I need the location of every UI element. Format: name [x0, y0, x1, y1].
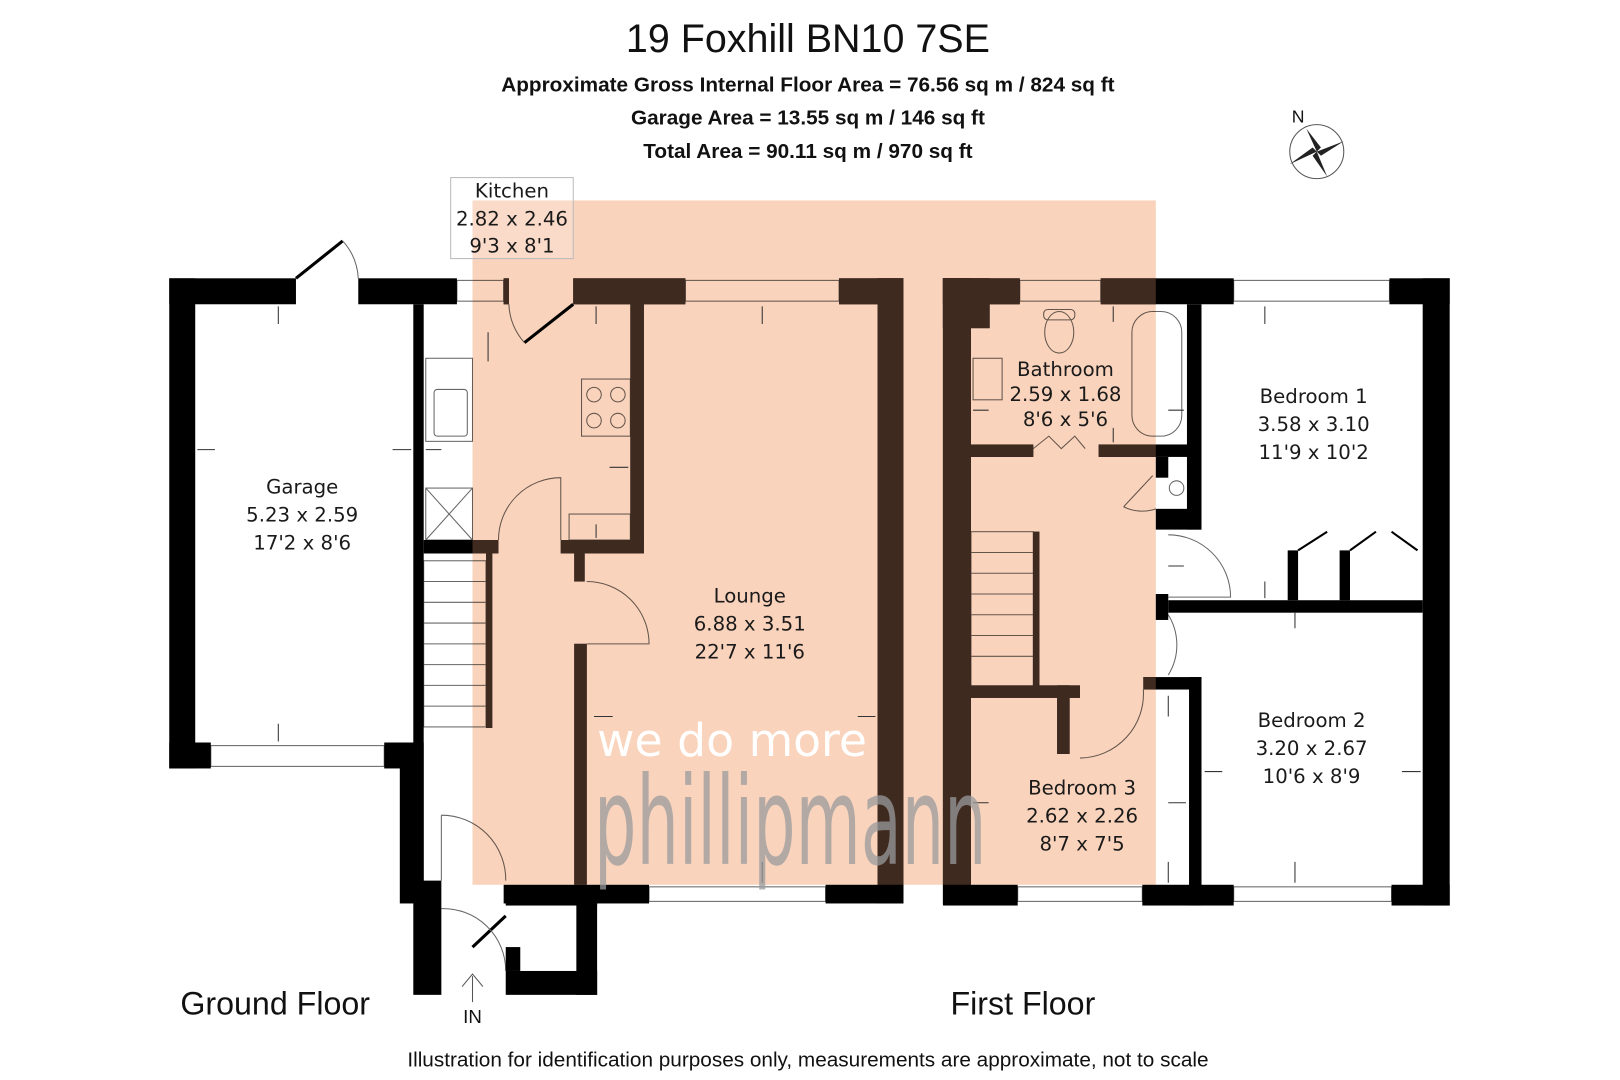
room-bedroom-2: Bedroom 2 3.20 x 2.67 10'6 x 8'9 [1256, 709, 1368, 788]
room-kitchen: Kitchen 2.82 x 2.46 9'3 x 8'1 [456, 179, 568, 257]
svg-text:2.82 x 2.46: 2.82 x 2.46 [456, 207, 568, 230]
garage-area: Garage Area = 13.55 sq m / 146 sq ft [631, 107, 985, 130]
watermark-brand: phillipmann [594, 750, 987, 893]
svg-text:8'7 x 7'5: 8'7 x 7'5 [1039, 832, 1124, 855]
svg-text:22'7 x 11'6: 22'7 x 11'6 [695, 640, 805, 663]
entrance-arrow-icon [461, 973, 484, 1003]
compass-label: N [1292, 107, 1305, 127]
page-title: 19 Foxhill BN10 7SE [626, 17, 990, 61]
svg-text:10'6 x 8'9: 10'6 x 8'9 [1263, 765, 1361, 788]
room-lounge: Lounge 6.88 x 3.51 22'7 x 11'6 [694, 584, 806, 663]
svg-text:Bathroom: Bathroom [1017, 358, 1114, 381]
gross-area: Approximate Gross Internal Floor Area = … [501, 73, 1114, 96]
room-bedroom-3: Bedroom 3 2.62 x 2.26 8'7 x 7'5 [1026, 776, 1138, 855]
svg-text:Garage: Garage [266, 475, 338, 498]
dimension-arrows [197, 306, 1421, 883]
room-bedroom-1: Bedroom 1 3.58 x 3.10 11'9 x 10'2 [1258, 385, 1370, 464]
room-garage: Garage 5.23 x 2.59 17'2 x 8'6 [246, 475, 358, 554]
entrance-label: IN [463, 1006, 482, 1027]
first-floor-label: First Floor [950, 986, 1095, 1022]
svg-text:6.88 x 3.51: 6.88 x 3.51 [694, 612, 806, 635]
svg-text:3.58 x 3.10: 3.58 x 3.10 [1258, 413, 1370, 436]
disclaimer: Illustration for identification purposes… [407, 1049, 1208, 1072]
svg-text:Bedroom 3: Bedroom 3 [1028, 776, 1136, 799]
svg-text:Lounge: Lounge [714, 584, 786, 607]
svg-text:Bedroom 2: Bedroom 2 [1258, 709, 1366, 732]
svg-text:Kitchen: Kitchen [475, 179, 549, 202]
svg-text:11'9 x 10'2: 11'9 x 10'2 [1258, 441, 1368, 464]
room-bathroom: Bathroom 2.59 x 1.68 8'6 x 5'6 [1009, 358, 1121, 431]
svg-text:8'6 x 5'6: 8'6 x 5'6 [1023, 408, 1108, 431]
kitchen-label-box [450, 177, 574, 260]
svg-text:2.62 x 2.26: 2.62 x 2.26 [1026, 804, 1138, 827]
svg-text:2.59 x 1.68: 2.59 x 1.68 [1009, 383, 1121, 406]
total-area: Total Area = 90.11 sq m / 970 sq ft [643, 140, 972, 163]
svg-text:3.20 x 2.67: 3.20 x 2.67 [1256, 737, 1368, 760]
north-compass-icon: N [1289, 107, 1345, 180]
svg-text:17'2 x 8'6: 17'2 x 8'6 [253, 531, 351, 554]
svg-text:5.23 x 2.59: 5.23 x 2.59 [246, 503, 358, 526]
watermark-tagline: we do more [597, 714, 867, 767]
svg-text:Bedroom 1: Bedroom 1 [1260, 385, 1368, 408]
ground-floor-label: Ground Floor [180, 986, 370, 1022]
svg-text:9'3 x 8'1: 9'3 x 8'1 [469, 234, 554, 257]
